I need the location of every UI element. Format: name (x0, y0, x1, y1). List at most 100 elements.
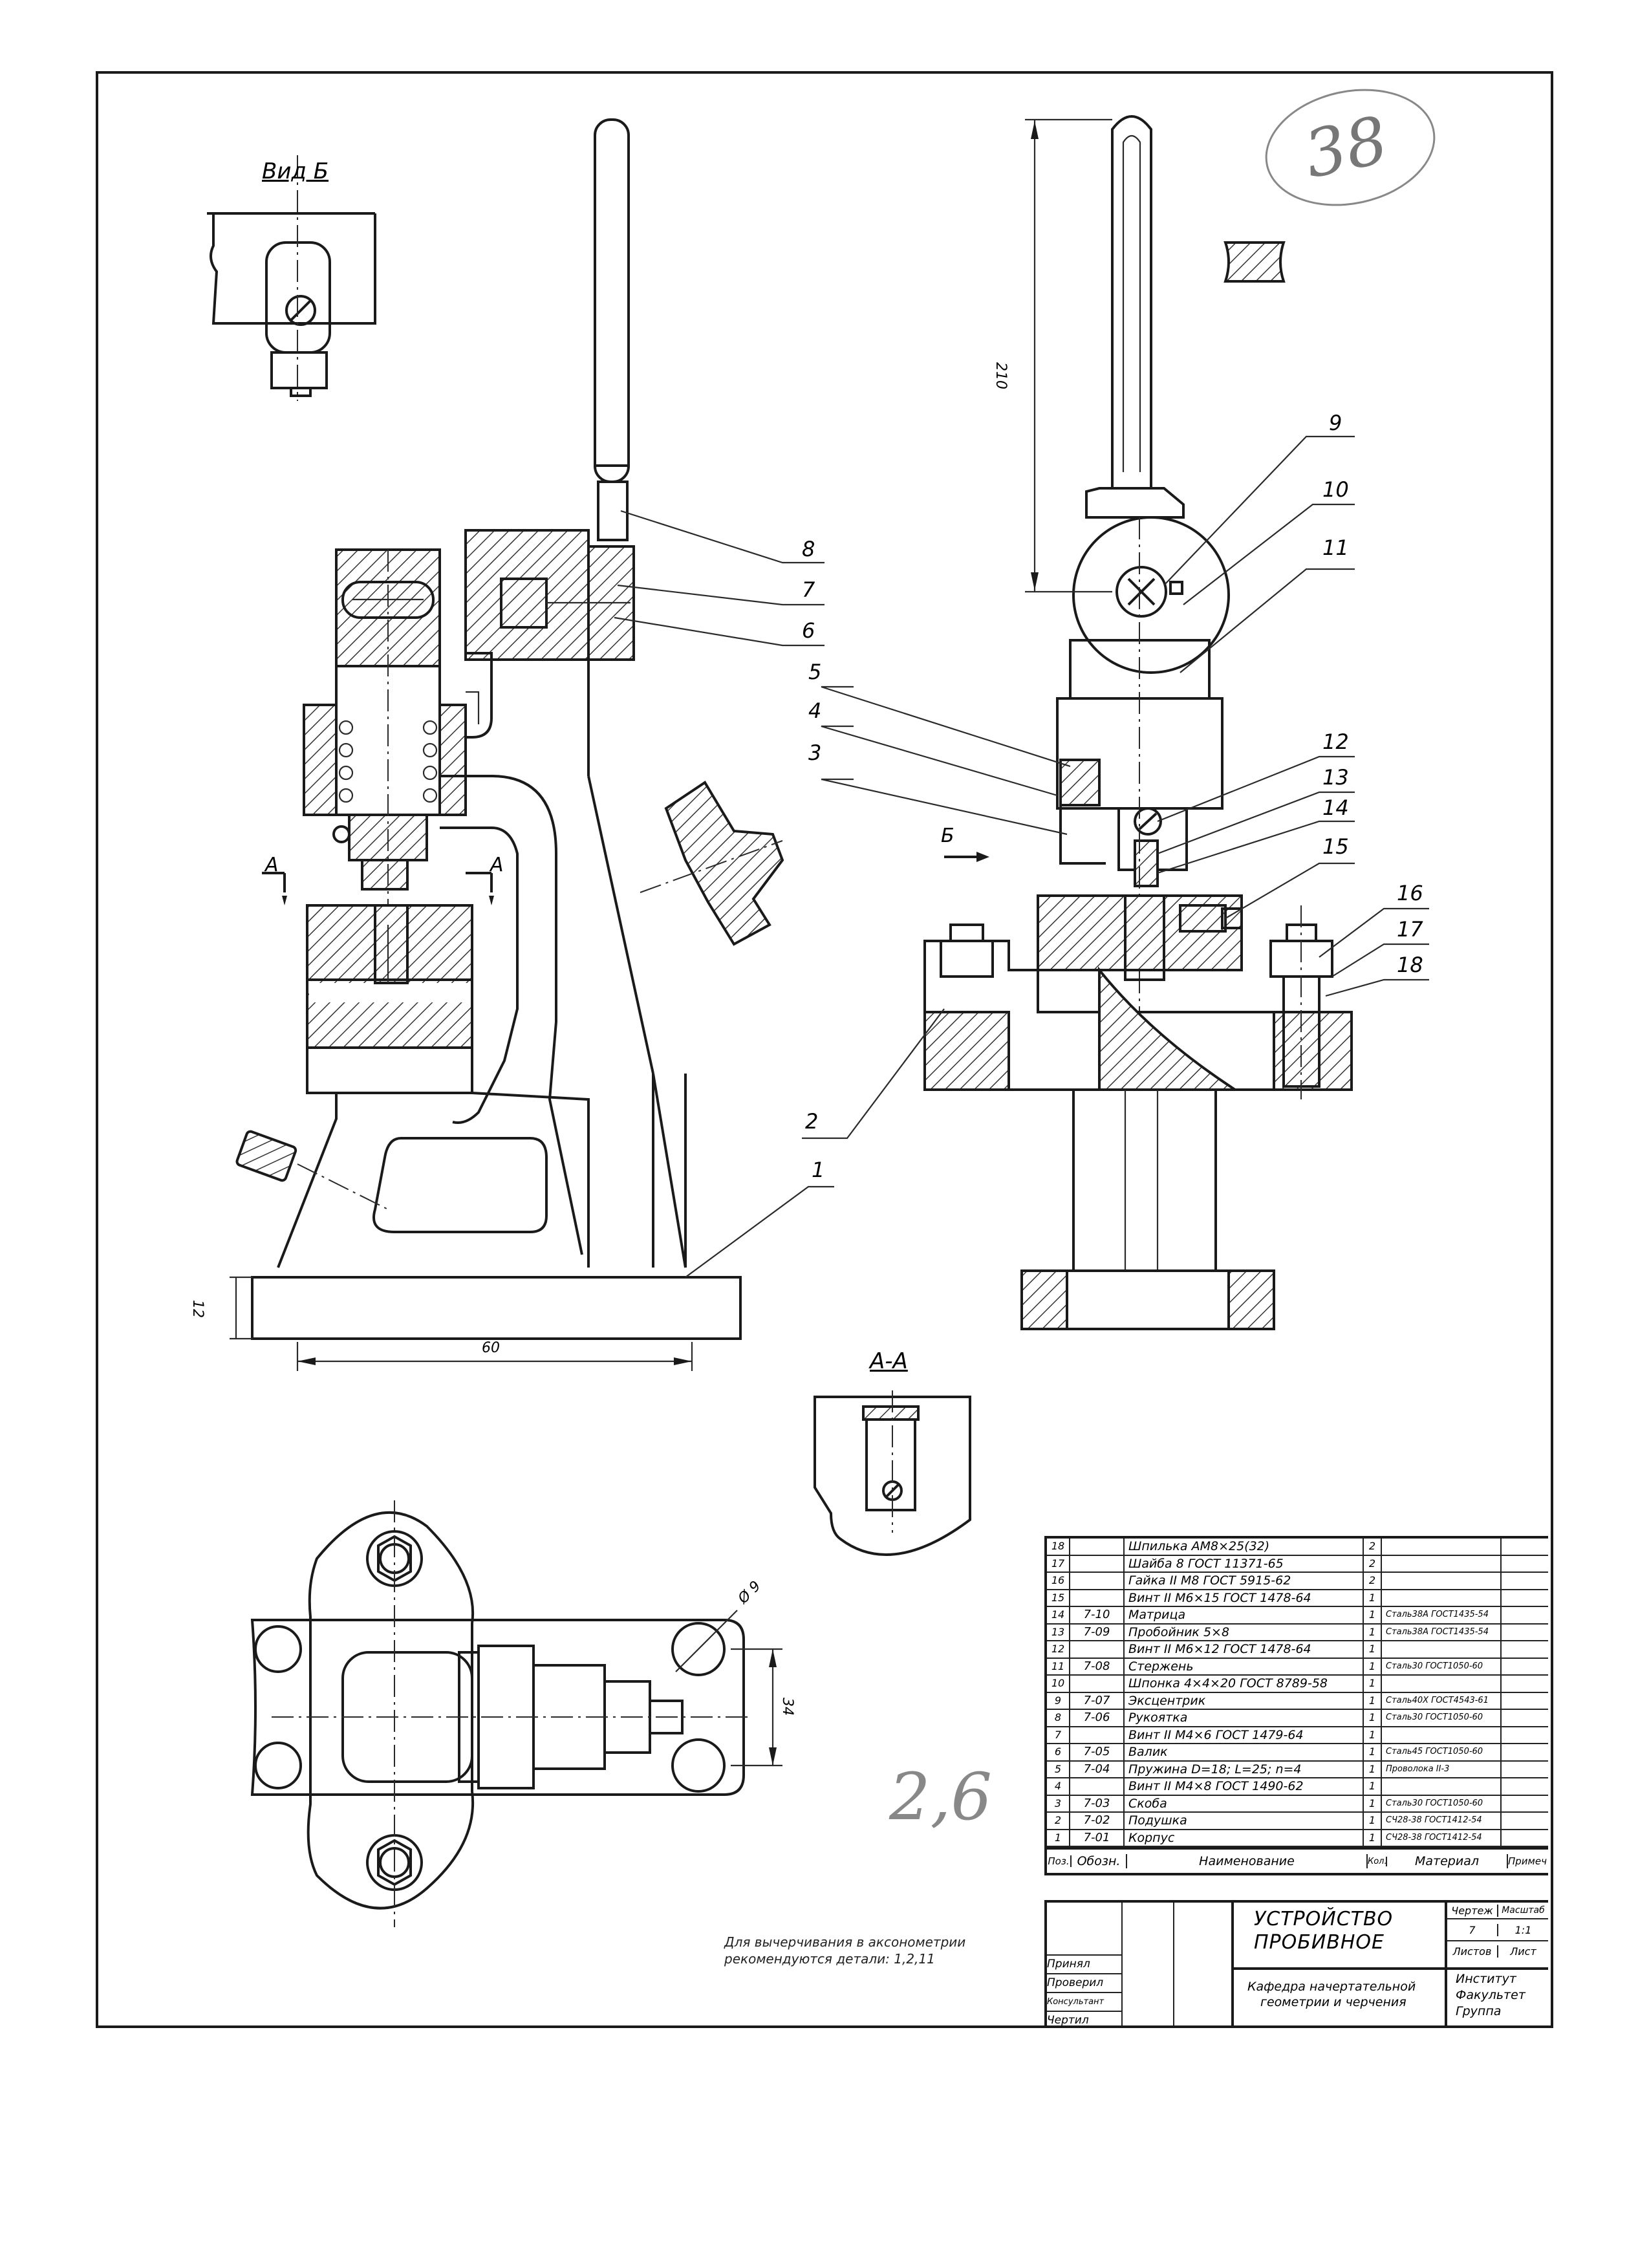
group-label: Группа (1456, 2004, 1502, 2018)
parts-cell-name: Винт II М4×8 ГОСТ 1490-62 (1125, 1778, 1364, 1795)
title-block-roles: Принял Проверил Консультант Чертил (1047, 1954, 1121, 2027)
parts-cell-pos: 16 (1047, 1573, 1070, 1589)
parts-cell-name: Шайба 8 ГОСТ 11371-65 (1125, 1555, 1364, 1571)
dim-34-text: 34 (779, 1698, 795, 1716)
parts-cell-pos: 12 (1047, 1641, 1070, 1658)
parts-cell-qty: 1 (1364, 1795, 1382, 1811)
parts-cell-name: Шпилька АМ8×25(32) (1125, 1539, 1364, 1555)
parts-cell-pos: 5 (1047, 1761, 1070, 1777)
parts-cell-qty: 1 (1364, 1590, 1382, 1606)
parts-cell-material: Сталь38А ГОСТ1435-54 (1382, 1624, 1502, 1640)
sheet-number: 7 (1447, 1923, 1498, 1936)
parts-cell-pos: 13 (1047, 1624, 1070, 1640)
callout-9: 9 (1329, 411, 1342, 435)
parts-cell-name: Пружина D=18; L=25; n=4 (1125, 1761, 1364, 1777)
dim-210-text: 210 (993, 362, 1009, 389)
parts-cell-name: Скоба (1125, 1795, 1364, 1811)
cut-a-right-label: А (490, 854, 504, 876)
header-pos: Поз. (1047, 1855, 1072, 1867)
parts-cell-pos: 6 (1047, 1744, 1070, 1760)
parts-cell-qty: 2 (1364, 1555, 1382, 1571)
parts-cell-material (1382, 1573, 1502, 1589)
department-line-2: геометрии и черчения (1260, 1995, 1406, 2009)
header-note: Примеч. (1508, 1855, 1547, 1867)
callout-4: 4 (808, 698, 822, 723)
parts-cell-qty: 1 (1364, 1658, 1382, 1674)
parts-cell-code (1070, 1676, 1125, 1692)
parts-cell-qty: 1 (1364, 1624, 1382, 1640)
parts-cell-name: Винт II М6×12 ГОСТ 1478-64 (1125, 1641, 1364, 1658)
parts-cell-material (1382, 1641, 1502, 1658)
parts-cell-qty: 1 (1364, 1830, 1382, 1846)
parts-cell-qty: 1 (1364, 1692, 1382, 1709)
parts-cell-qty: 1 (1364, 1607, 1382, 1623)
callout-leaders (614, 435, 1429, 1278)
callout-17: 17 (1397, 917, 1423, 942)
parts-cell-material: Сталь30 ГОСТ1050-60 (1382, 1795, 1502, 1811)
callout-1: 1 (812, 1158, 825, 1182)
front-view (235, 118, 784, 1340)
parts-cell-pos: 8 (1047, 1710, 1070, 1726)
section-aa-label: А-А (870, 1348, 908, 1374)
parts-cell-qty: 1 (1364, 1727, 1382, 1743)
header-name: Наименование (1127, 1854, 1368, 1868)
parts-cell-material: Проволока II-3 (1382, 1761, 1502, 1777)
parts-cell-material: Сталь40Х ГОСТ4543-61 (1382, 1692, 1502, 1709)
parts-cell-name: Стержень (1125, 1658, 1364, 1674)
parts-cell-name: Подушка (1125, 1813, 1364, 1829)
department: Кафедра начертательной геометрии и черче… (1247, 1979, 1416, 2010)
parts-cell-qty: 1 (1364, 1710, 1382, 1726)
plan-view (250, 1500, 782, 1927)
dimension-210 (1025, 118, 1112, 593)
parts-cell-material (1382, 1676, 1502, 1692)
parts-cell-code: 7-07 (1070, 1692, 1125, 1709)
parts-cell-name: Шпонка 4×4×20 ГОСТ 8789-58 (1125, 1676, 1364, 1692)
callout-12: 12 (1322, 729, 1349, 754)
arrow-b-label: Б (941, 825, 954, 847)
parts-cell-code: 7-03 (1070, 1795, 1125, 1811)
institution-info: Институт Факультет Группа (1456, 1971, 1525, 2020)
parts-cell-qty: 1 (1364, 1641, 1382, 1658)
handwritten-number: 38 (1298, 102, 1394, 193)
parts-cell-name: Пробойник 5×8 (1125, 1624, 1364, 1640)
parts-cell-material: Сталь38А ГОСТ1435-54 (1382, 1607, 1502, 1623)
callout-8: 8 (802, 537, 815, 561)
sheets-label: Листов (1447, 1945, 1498, 1958)
parts-cell-code: 7-08 (1070, 1658, 1125, 1674)
callout-2: 2 (805, 1109, 819, 1134)
parts-list-header: Поз. Обозн. Наименование Кол. Материал П… (1047, 1847, 1548, 1873)
callout-13: 13 (1322, 765, 1349, 790)
parts-cell-pos: 17 (1047, 1555, 1070, 1571)
dim-12-text: 12 (189, 1300, 206, 1318)
parts-cell-name: Гайка II М8 ГОСТ 5915-62 (1125, 1573, 1364, 1589)
parts-cell-pos: 14 (1047, 1607, 1070, 1623)
parts-cell-name: Матрица (1125, 1607, 1364, 1623)
note-line-1: Для вычерчивания в аксонометрии (724, 1934, 966, 1950)
callout-5: 5 (808, 660, 822, 684)
parts-cell-code (1070, 1641, 1125, 1658)
view-b-detail (207, 155, 376, 401)
parts-cell-material: Сталь30 ГОСТ1050-60 (1382, 1658, 1502, 1674)
parts-cell-name: Эксцентрик (1125, 1692, 1364, 1709)
callout-18: 18 (1397, 953, 1423, 977)
parts-cell-name: Валик (1125, 1744, 1364, 1760)
parts-cell-name: Винт II М4×6 ГОСТ 1479-64 (1125, 1727, 1364, 1743)
department-line-1: Кафедра начертательной (1247, 1980, 1416, 1994)
parts-cell-name: Винт II М6×15 ГОСТ 1478-64 (1125, 1590, 1364, 1606)
callout-11: 11 (1322, 535, 1349, 560)
parts-cell-material (1382, 1590, 1502, 1606)
drawing-title: УСТРОЙСТВО ПРОБИВНОЕ (1254, 1908, 1393, 1954)
parts-cell-qty: 2 (1364, 1539, 1382, 1555)
parts-cell-code: 7-10 (1070, 1607, 1125, 1623)
parts-cell-code (1070, 1555, 1125, 1571)
parts-cell-material: СЧ28-38 ГОСТ1412-54 (1382, 1813, 1502, 1829)
